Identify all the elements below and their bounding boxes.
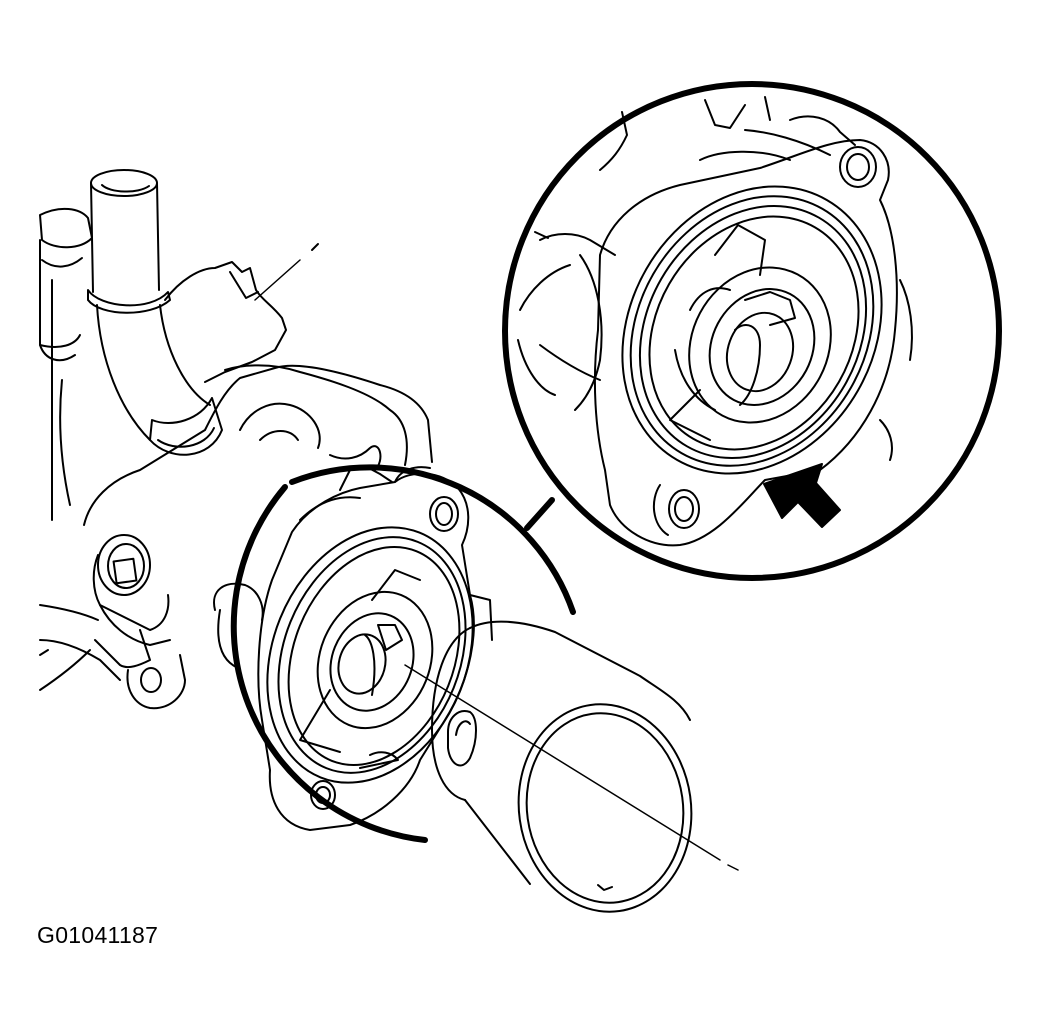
- engine-hose-assembly: [40, 170, 432, 708]
- lower-detail-circle: [234, 467, 573, 840]
- tool-centerline: [405, 665, 738, 870]
- figure-id-caption: G01041187: [37, 922, 159, 948]
- detail-connector-line: [527, 500, 552, 528]
- housing-flange-magnified: [518, 97, 933, 545]
- arrow-pointer-icon: [764, 464, 840, 527]
- magnified-detail-circle: [505, 84, 999, 578]
- socket-tool: [432, 622, 705, 923]
- housing-flange-lower: [214, 466, 509, 830]
